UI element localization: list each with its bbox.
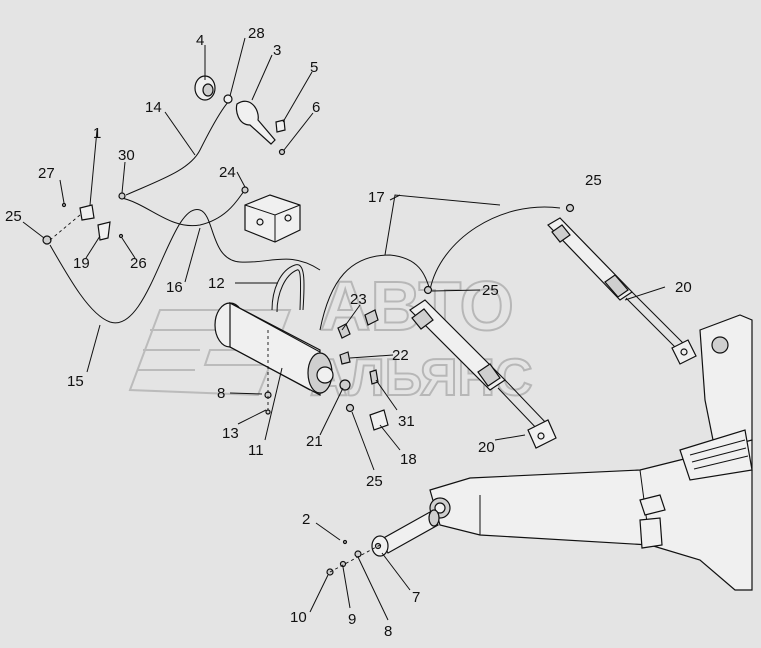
callout-5: 5 — [310, 59, 318, 76]
callout-25-left: 25 — [5, 208, 22, 225]
callout-17: 17 — [368, 189, 385, 206]
callout-1: 1 — [93, 125, 101, 142]
callout-24: 24 — [219, 164, 236, 181]
center-fittings — [337, 203, 575, 431]
callout-9: 9 — [348, 611, 356, 628]
hose-14 — [125, 99, 231, 196]
callout-25-center: 25 — [482, 282, 499, 299]
callout-8-pin: 8 — [384, 623, 392, 640]
callout-13: 13 — [222, 425, 239, 442]
loader-boom — [429, 314, 753, 591]
pin-assembly — [326, 509, 440, 576]
valve-block — [241, 186, 301, 243]
callout-25-top-right: 25 — [585, 172, 602, 189]
callout-19: 19 — [73, 255, 90, 272]
callout-28: 28 — [248, 25, 265, 42]
callout-31: 31 — [398, 413, 415, 430]
callout-27: 27 — [38, 165, 55, 182]
callout-6: 6 — [312, 99, 320, 116]
callout-14: 14 — [145, 99, 162, 116]
leader-lines — [22, 37, 666, 621]
hydraulic-tank — [214, 264, 334, 415]
callout-21: 21 — [306, 433, 323, 450]
callout-20-lower: 20 — [478, 439, 495, 456]
callout-3: 3 — [273, 42, 281, 59]
callout-11: 11 — [248, 442, 264, 459]
hydraulic-cylinder-upper — [547, 217, 697, 365]
callout-23: 23 — [350, 291, 367, 308]
watermark: АВТО АЛЬЯНС — [128, 266, 534, 408]
callout-2: 2 — [302, 511, 310, 528]
callout-8-tank: 8 — [217, 385, 225, 402]
callout-7: 7 — [412, 589, 420, 606]
clamp-parts — [42, 192, 126, 245]
callout-22: 22 — [392, 347, 409, 364]
callout-20-upper: 20 — [675, 279, 692, 296]
callout-18: 18 — [400, 451, 417, 468]
top-fittings — [194, 75, 286, 156]
hose-16 — [121, 189, 246, 227]
callout-16: 16 — [166, 279, 183, 296]
callout-12: 12 — [208, 275, 225, 292]
callout-4: 4 — [196, 32, 204, 49]
hose-15 — [49, 209, 321, 324]
callout-10: 10 — [290, 609, 307, 626]
hoses — [49, 99, 561, 331]
hose-17 — [319, 206, 561, 331]
callout-30: 30 — [118, 147, 135, 164]
callout-labels: 4 28 3 5 6 14 1 30 27 24 25 19 26 16 17 … — [5, 25, 692, 640]
callout-26: 26 — [130, 255, 147, 272]
callout-25-bottom: 25 — [366, 473, 383, 490]
callout-15: 15 — [67, 373, 84, 390]
hydraulic-cylinder-lower — [409, 299, 557, 449]
